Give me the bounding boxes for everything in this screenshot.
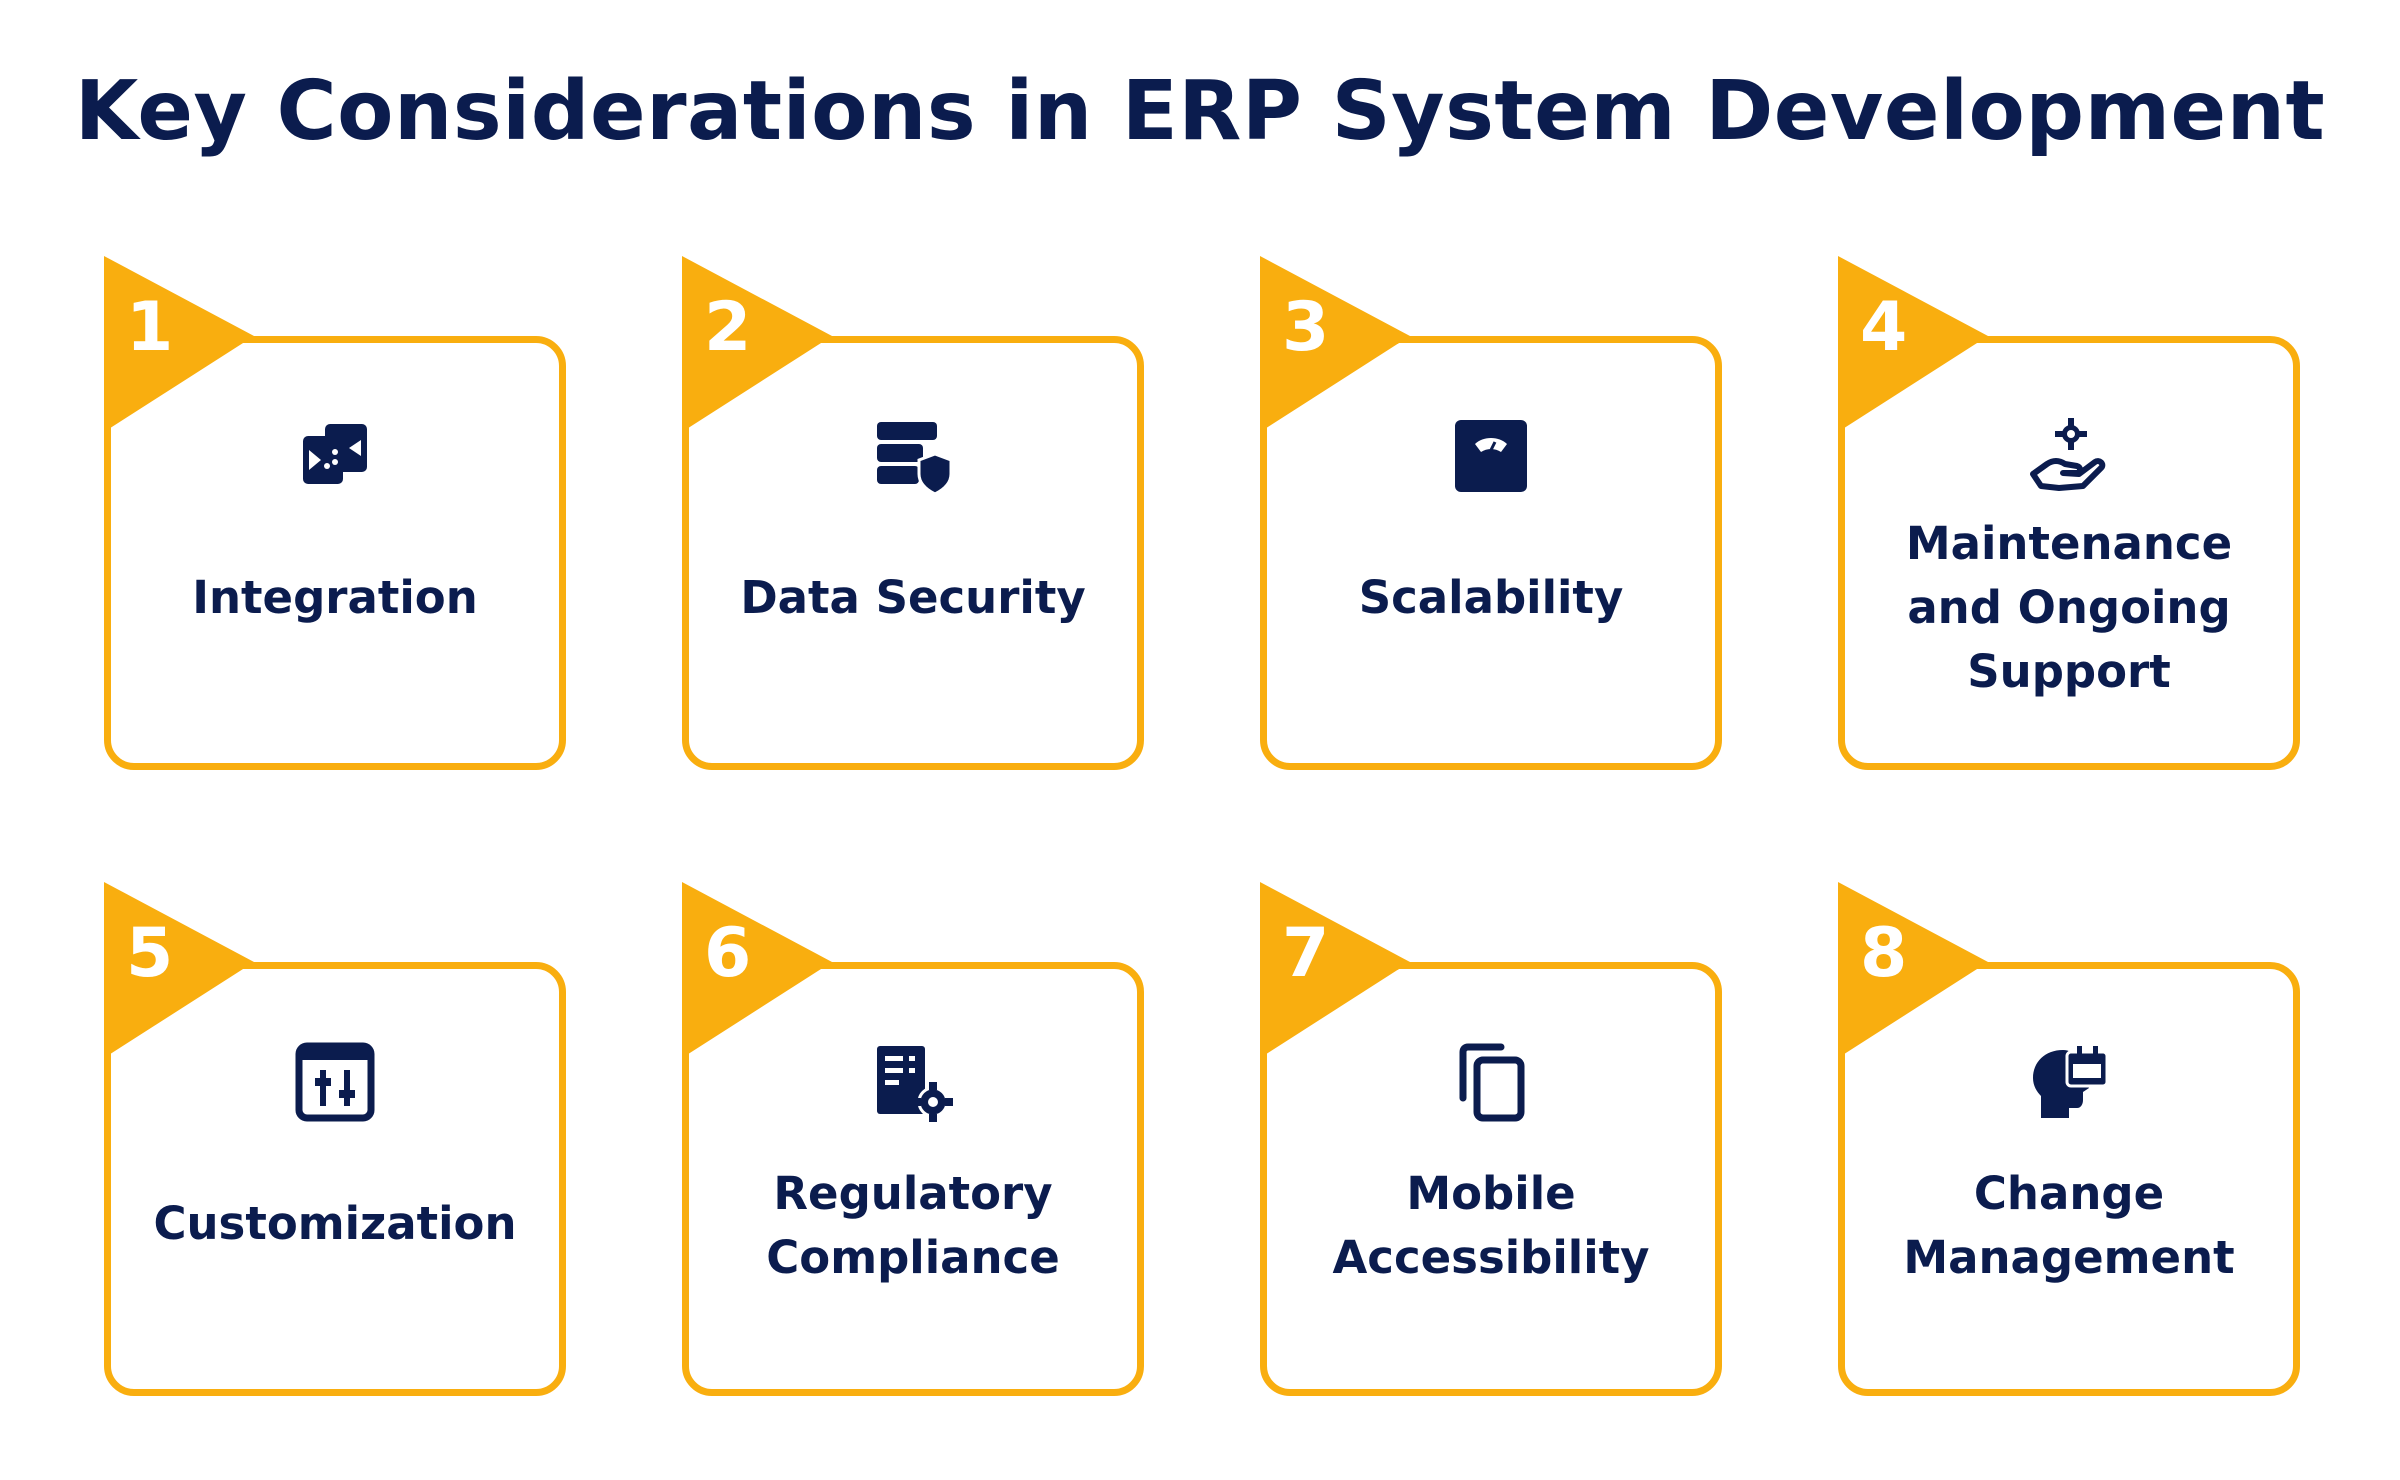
card-data-security: 2 Data Security: [682, 256, 1144, 770]
card-scalability: 3 Scalability: [1260, 256, 1722, 770]
document-gear-icon: [877, 1046, 953, 1122]
number-flag: [1838, 256, 1988, 432]
card-label: Scalability: [1358, 571, 1624, 624]
card-mobile-accessibility: 7 Mobile Accessibility: [1260, 882, 1722, 1396]
card-number: 1: [126, 288, 174, 367]
card-frame: [104, 962, 566, 1396]
card-frame: [1838, 336, 2300, 770]
card-integration: 1 Integration: [104, 256, 566, 770]
card-frame: [1260, 962, 1722, 1396]
hand-gear-icon: [2030, 418, 2106, 491]
integration-icon: [303, 424, 367, 484]
card-frame: [682, 962, 1144, 1396]
devices-icon: [1459, 1043, 1525, 1122]
number-flag: [1838, 882, 1988, 1058]
database-shield-icon: [877, 422, 953, 496]
card-label: Integration: [192, 571, 478, 624]
card-number: 3: [1282, 288, 1330, 367]
number-flag: [1260, 256, 1410, 432]
card-number: 2: [704, 288, 752, 367]
card-frame: [682, 336, 1144, 770]
scale-gauge-icon: [1455, 420, 1527, 492]
card-label: Regulatory Compliance: [766, 1167, 1060, 1284]
card-frame: [1838, 962, 2300, 1396]
card-label: Customization: [153, 1197, 517, 1250]
considerations-grid: 1 Integration 2 Data Security: [104, 256, 2304, 1406]
card-customization: 5 Customization: [104, 882, 566, 1396]
number-flag: [104, 882, 254, 1058]
card-number: 5: [126, 914, 174, 993]
sliders-icon: [295, 1042, 375, 1122]
card-label: Change Management: [1903, 1167, 2235, 1284]
card-number: 8: [1860, 914, 1908, 993]
number-flag: [682, 882, 832, 1058]
card-maintenance: 4 Maintenance and Ongoing Support: [1838, 256, 2300, 770]
card-number: 4: [1860, 288, 1908, 367]
head-calendar-icon: [2033, 1046, 2109, 1118]
card-frame: [1260, 336, 1722, 770]
number-flag: [1260, 882, 1410, 1058]
card-frame: [104, 336, 566, 770]
page-title: Key Considerations in ERP System Develop…: [74, 64, 2326, 159]
card-label: Mobile Accessibility: [1332, 1167, 1650, 1284]
card-change-management: 8 Change Management: [1838, 882, 2300, 1396]
card-number: 7: [1282, 914, 1330, 993]
card-regulatory-compliance: 6 Regulatory Compliance: [682, 882, 1144, 1396]
card-number: 6: [704, 914, 752, 993]
number-flag: [682, 256, 832, 432]
number-flag: [104, 256, 254, 432]
card-label: Maintenance and Ongoing Support: [1905, 517, 2233, 698]
card-label: Data Security: [740, 571, 1086, 624]
